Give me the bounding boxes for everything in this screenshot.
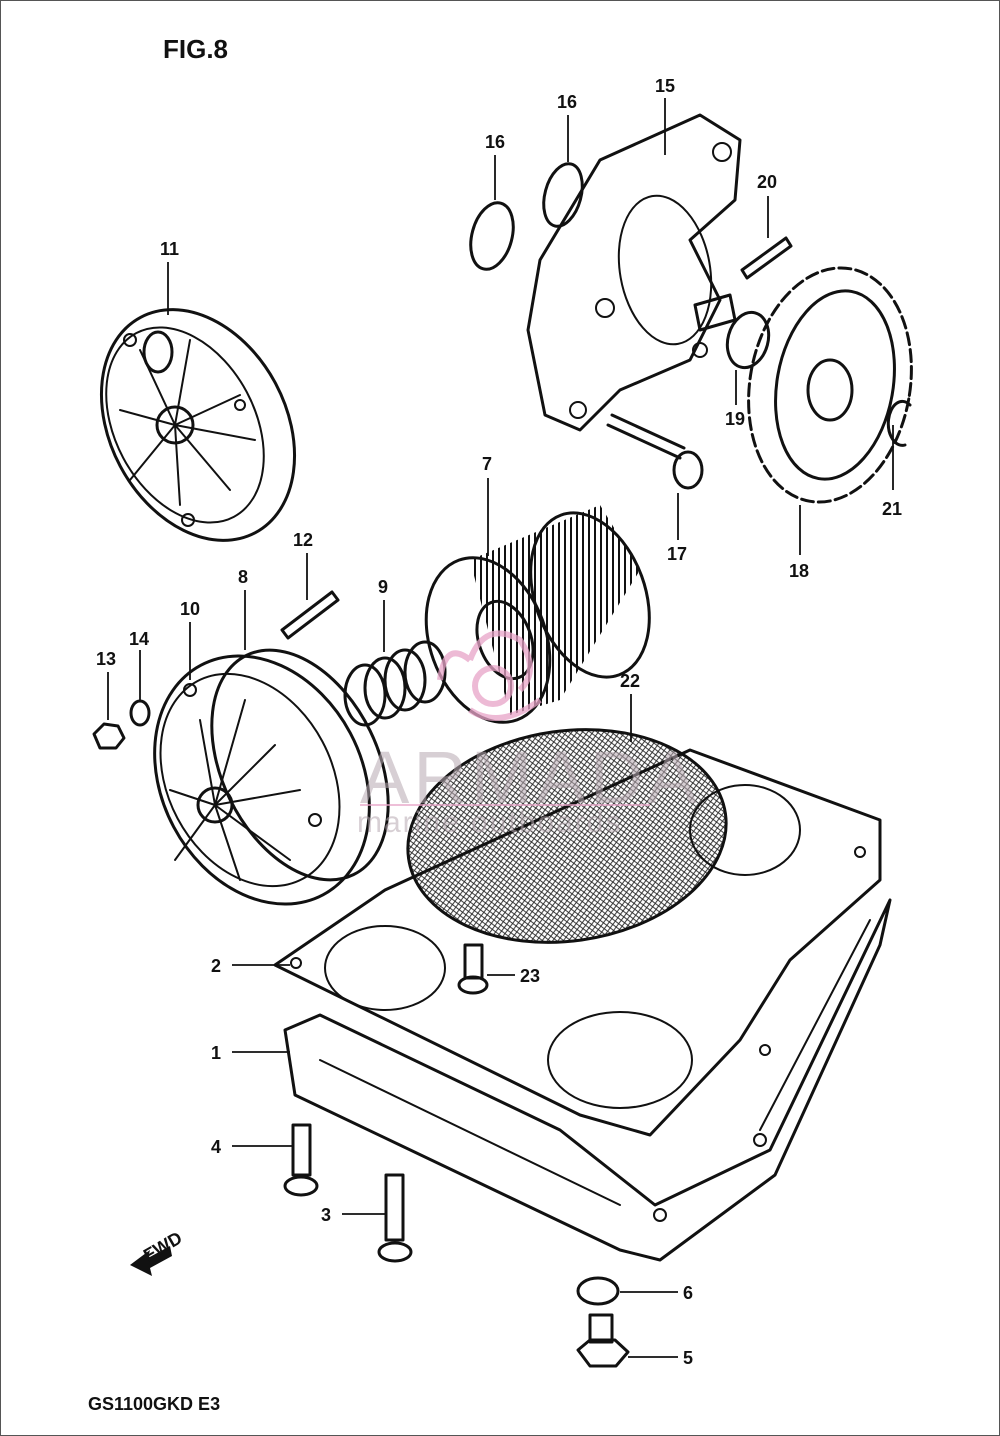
part-5-drain-plug [576, 1313, 630, 1368]
figure-title: FIG.8 [163, 34, 228, 64]
callout-23: 23 [520, 966, 540, 986]
callout-21: 21 [882, 499, 902, 519]
part-13-nut [92, 722, 126, 750]
leader-lines [107, 98, 894, 1358]
callout-8: 8 [238, 567, 248, 587]
callout-16-b: 16 [557, 92, 577, 112]
part-2-gasket [273, 748, 882, 1137]
part-14-washer [129, 699, 151, 727]
part-19-washer [725, 310, 771, 370]
callout-5: 5 [683, 1348, 693, 1368]
callout-1: 1 [211, 1043, 221, 1063]
callout-16-a: 16 [485, 132, 505, 152]
callout-12: 12 [293, 530, 313, 550]
callout-4: 4 [211, 1137, 221, 1157]
part-16-o-ring-b [542, 162, 584, 228]
callout-17: 17 [667, 544, 687, 564]
callout-9: 9 [378, 577, 388, 597]
callout-22: 22 [620, 671, 640, 691]
part-18-gear [747, 266, 913, 504]
part-12-pin [280, 590, 340, 640]
callout-10: 10 [180, 599, 200, 619]
part-1-oil-pan [283, 898, 892, 1262]
callout-19: 19 [725, 409, 745, 429]
part-11-cover [99, 308, 297, 542]
part-4-bolt [283, 1123, 319, 1197]
part-16-o-ring-a [469, 201, 515, 271]
callout-7: 7 [482, 454, 492, 474]
part-7-oil-filter [424, 505, 651, 724]
part-9-spring [343, 640, 447, 727]
callout-11: 11 [160, 239, 179, 259]
callout-15: 15 [655, 76, 675, 96]
part-21-circlip [886, 399, 912, 447]
watermark: ARMADA marine outboards [357, 630, 697, 839]
fwd-arrow: FWD [130, 1228, 185, 1276]
watermark-logo-icon [437, 630, 542, 721]
callout-20: 20 [757, 172, 777, 192]
part-22-strainer [406, 728, 728, 944]
part-17-screw [606, 413, 704, 490]
part-8-o-ring [210, 648, 390, 882]
callout-6: 6 [683, 1283, 693, 1303]
part-20-pin [740, 236, 793, 280]
callout-14: 14 [129, 629, 149, 649]
part-23-bolt [457, 943, 489, 995]
callout-13: 13 [96, 649, 116, 669]
watermark-tagline: marine outboards [357, 806, 622, 839]
model-code: GS1100GKD E3 [88, 1394, 220, 1414]
callout-3: 3 [321, 1205, 331, 1225]
part-6-washer [576, 1276, 620, 1306]
callout-2: 2 [211, 956, 221, 976]
callout-18: 18 [789, 561, 809, 581]
part-15-oil-pump [526, 113, 742, 432]
part-3-bolt [377, 1173, 413, 1263]
